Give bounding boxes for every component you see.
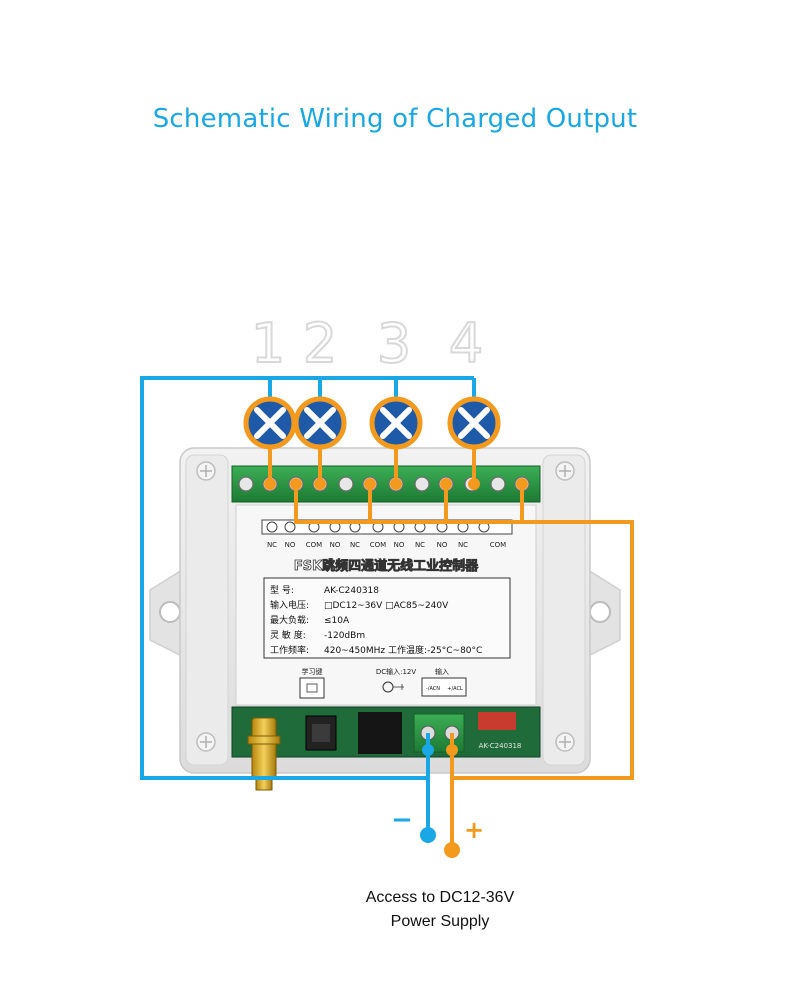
positive-wire: [268, 440, 634, 848]
caption-line-1: Access to DC12-36V: [365, 889, 515, 906]
learn-key-button[interactable]: [299, 677, 325, 699]
spec-value-load: ≤10A: [324, 616, 350, 626]
terminal-label: NC: [350, 541, 360, 549]
output-terminal-block: [231, 465, 541, 503]
negative-terminal-end: [420, 827, 436, 843]
channel-number-3: 3: [377, 312, 411, 375]
channel-number-1: 1: [251, 312, 285, 375]
spec-box: [263, 577, 511, 659]
input-terminal-frame: [421, 677, 467, 697]
controller-device: NC NO COM NO NC COM NO NC NO NC COM FSK跳…: [149, 447, 621, 791]
terminal-labels: NC NO COM NO NC COM NO NC NO NC COM: [267, 541, 506, 549]
load-symbols: [243, 396, 501, 450]
channel-number-4: 4: [449, 312, 483, 375]
terminal-label: NC: [415, 541, 425, 549]
channel-numbers: 1 2 3 4: [250, 311, 484, 376]
caption-line-2: Power Supply: [390, 913, 490, 930]
antenna-connector: [251, 717, 277, 779]
power-supply-caption: Access to DC12-36V Power Supply: [300, 886, 580, 934]
load-3-icon: [369, 396, 423, 450]
spec-value-model: AK-C240318: [324, 586, 379, 596]
mount-hole-left: [159, 601, 181, 623]
terminal-label: COM: [490, 541, 506, 549]
spec-label-sensitivity: 灵 敏 度:: [270, 629, 306, 641]
dc-jack: [358, 712, 402, 754]
terminal-label: NC: [267, 541, 277, 549]
spec-label-frequency: 工作频率:: [270, 644, 309, 656]
input-terminal-pos: +/ACL: [447, 686, 463, 692]
mount-hole-right: [589, 601, 611, 623]
input-terminal-neg: -/ACN: [426, 686, 440, 692]
case-side-left: [185, 454, 229, 766]
input-label: 输入: [435, 667, 449, 676]
terminal-label: NC: [458, 541, 468, 549]
plus-sign: +: [464, 816, 484, 844]
wire-nodes: [264, 478, 528, 756]
terminal-label: NO: [285, 541, 296, 549]
device-name: FSK跳频四通道无线工业控制器: [294, 558, 479, 574]
terminal-label: NO: [394, 541, 405, 549]
terminal-label: COM: [370, 541, 386, 549]
positive-terminal-end: [444, 842, 460, 858]
spec-value-sensitivity: -120dBm: [324, 631, 365, 641]
learn-key-label: 学习键: [302, 667, 323, 676]
load-1-icon: [243, 396, 297, 450]
load-4-icon: [447, 396, 501, 450]
case-side-right: [542, 454, 586, 766]
spec-label-load: 最大负载:: [270, 614, 309, 626]
spec-value-voltage: □DC12~36V □AC85~240V: [324, 601, 449, 611]
diagram-title: Schematic Wiring of Charged Output: [152, 104, 638, 134]
spec-label-voltage: 输入电压:: [270, 599, 309, 611]
channel-number-2: 2: [303, 312, 337, 375]
spec-list: 型 号: AK-C240318 输入电压: □DC12~36V □AC85~24…: [270, 585, 482, 656]
spec-value-frequency: 420~450MHz 工作温度:-25°C~80°C: [324, 644, 482, 656]
pcb-code: AK-C240318: [479, 742, 522, 750]
minus-sign: −: [391, 805, 413, 835]
terminal-label: NO: [330, 541, 341, 549]
load-2-icon: [293, 396, 347, 450]
terminal-label: COM: [306, 541, 322, 549]
terminal-label: NO: [437, 541, 448, 549]
spec-label-model: 型 号:: [270, 585, 294, 596]
dc-input-label: DC输入:12V: [376, 667, 417, 676]
red-component: [478, 712, 516, 730]
